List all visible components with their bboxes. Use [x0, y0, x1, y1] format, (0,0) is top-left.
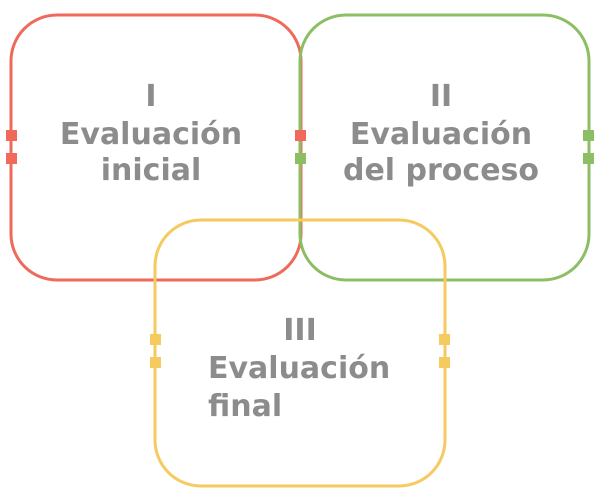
connector-right-bottom [583, 153, 594, 164]
box-evaluacion-final-number: III [283, 313, 317, 348]
connector-right-top [583, 130, 594, 141]
box-evaluacion-inicial: I Evaluación inicial [6, 13, 303, 282]
connector-yellow-right-bottom [439, 357, 450, 368]
connector-red-shared [295, 130, 306, 141]
box-evaluacion-del-proceso-number: II [430, 79, 452, 114]
box-evaluacion-del-proceso: II Evaluación del proceso [295, 13, 594, 282]
box-evaluacion-del-proceso-line2: del proceso [343, 153, 539, 188]
connector-left-top [6, 130, 17, 141]
box-evaluacion-inicial-number: I [145, 79, 156, 114]
box-evaluacion-inicial-line1: Evaluación [60, 117, 242, 152]
connector-left-bottom [6, 153, 17, 164]
connector-green-shared [295, 153, 306, 164]
box-evaluacion-final-frame [153, 218, 447, 488]
box-evaluacion-final: III Evaluación final [150, 218, 450, 488]
connector-yellow-left-top [150, 334, 161, 345]
connector-yellow-right-top [439, 334, 450, 345]
box-evaluacion-inicial-line2: inicial [101, 153, 202, 188]
connector-yellow-left-bottom [150, 357, 161, 368]
box-evaluacion-final-line2: final [208, 389, 282, 424]
box-evaluacion-final-line1: Evaluación [208, 351, 390, 386]
box-evaluacion-del-proceso-line1: Evaluación [350, 117, 532, 152]
